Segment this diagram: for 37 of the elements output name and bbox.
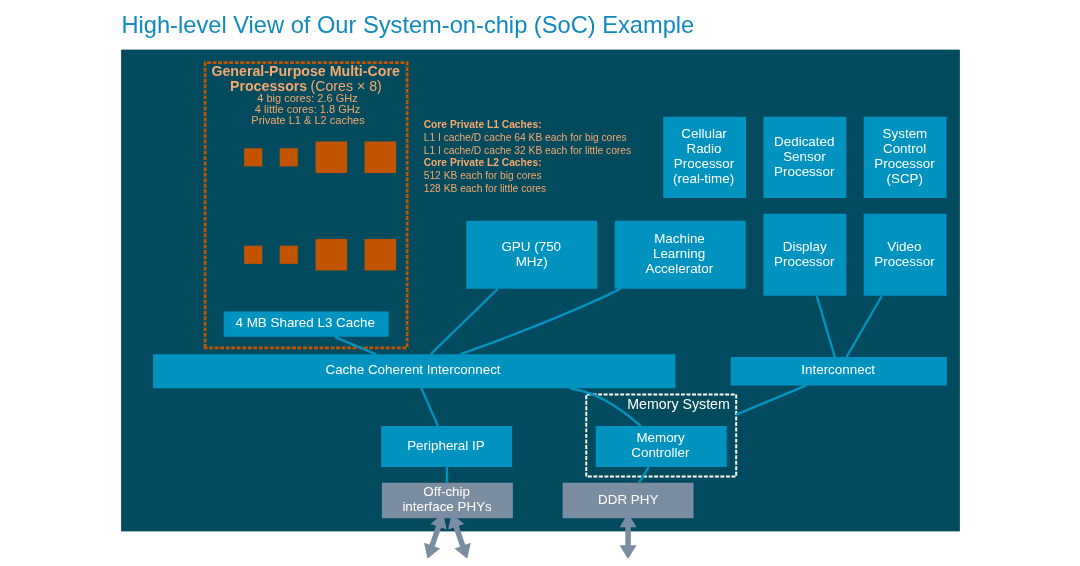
label: Core Private L1 Caches: bbox=[423, 118, 542, 130]
node-box bbox=[364, 141, 396, 174]
connector bbox=[815, 295, 836, 358]
node-box: Display Processor bbox=[762, 213, 846, 296]
node-box: Memory Controller bbox=[595, 426, 727, 468]
node-box: 4 MB Shared L3 Cache bbox=[223, 311, 389, 337]
node-box bbox=[315, 239, 347, 271]
label: 128 KB each for little cores bbox=[423, 182, 546, 194]
node-box: Video Processor bbox=[863, 213, 946, 296]
label: 512 KB each for big cores bbox=[423, 169, 542, 181]
node-box bbox=[364, 239, 396, 271]
connector bbox=[419, 387, 439, 427]
node-box: DDR PHY bbox=[562, 482, 694, 519]
node-box bbox=[279, 148, 298, 167]
connector bbox=[459, 287, 621, 356]
node-box bbox=[243, 148, 262, 167]
connector bbox=[429, 287, 499, 355]
node-box: GPU (750 MHz) bbox=[465, 220, 597, 289]
node-box: System Control Processor (SCP) bbox=[863, 116, 946, 198]
node-box bbox=[279, 245, 298, 264]
node-box: Cellular Radio Processor (real-time) bbox=[662, 116, 746, 198]
connector bbox=[333, 335, 376, 356]
connector bbox=[637, 466, 650, 484]
label: L1 I cache/D cache 64 KB each for big cores bbox=[423, 132, 627, 144]
node-box: Dedicated Sensor Processor bbox=[762, 116, 846, 198]
label: Core Private L2 Caches: bbox=[423, 156, 542, 168]
connector bbox=[735, 384, 807, 416]
node-box bbox=[243, 245, 262, 264]
connector bbox=[845, 295, 883, 358]
node-box: Machine Learning Accelerator bbox=[614, 220, 746, 289]
label: L1 I cache/D cache 32 KB each for little cores bbox=[423, 144, 631, 156]
node-box: Peripheral IP bbox=[380, 426, 512, 468]
node-box bbox=[315, 141, 347, 174]
diagram-title: High-level View of Our System-on-chip (SoC) Example bbox=[120, 12, 694, 39]
node-box: Cache Coherent Interconnect bbox=[152, 354, 675, 389]
node-box: Off-chip interface PHYs bbox=[381, 482, 513, 519]
node-box: Interconnect bbox=[730, 357, 947, 386]
